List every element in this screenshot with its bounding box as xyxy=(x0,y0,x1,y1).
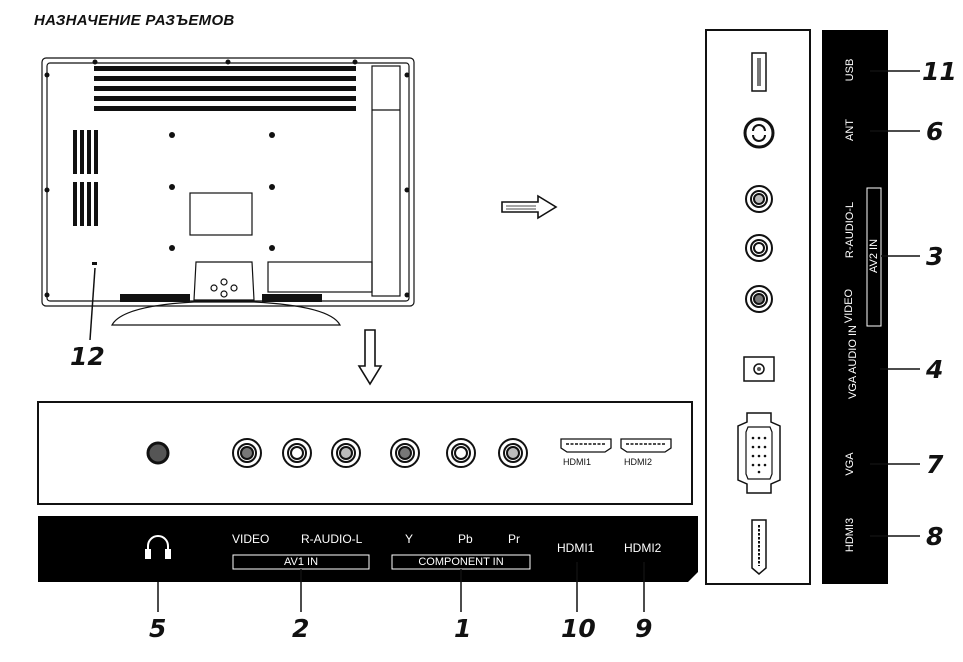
vga-audio-in-label: VGA AUDIO IN xyxy=(847,325,859,399)
av2-in-box xyxy=(866,187,882,327)
vga-label: VGA xyxy=(844,452,856,476)
av2-in-label: AV2 IN xyxy=(868,238,880,274)
hdmi2-port-label: HDMI2 xyxy=(624,457,653,467)
side-label-bar xyxy=(822,30,888,584)
ant-label: ANT xyxy=(844,119,856,141)
bottom-port-panel xyxy=(37,401,693,505)
y-label: Y xyxy=(405,532,414,546)
number-3: 3 xyxy=(926,242,944,271)
number-2: 2 xyxy=(292,614,310,643)
headphone-icon xyxy=(145,535,171,559)
number-1: 1 xyxy=(454,614,472,643)
number-7: 7 xyxy=(926,450,944,479)
r-audio-l-label: R-AUDIO-L xyxy=(301,532,363,546)
number-12: 12 xyxy=(70,342,105,371)
hdmi1-port-label: HDMI1 xyxy=(563,457,592,467)
hdmi1-label: HDMI1 xyxy=(557,541,595,555)
right-arrow xyxy=(501,194,558,220)
pb-label: Pb xyxy=(458,532,473,546)
tv-back-illustration xyxy=(41,57,415,341)
number-10: 10 xyxy=(561,614,596,643)
av1-in-label: AV1 IN xyxy=(283,556,319,568)
video-label: VIDEO xyxy=(232,532,270,546)
number-8: 8 xyxy=(926,522,944,551)
usb-label: USB xyxy=(844,58,856,82)
number-11: 11 xyxy=(922,57,957,86)
pr-label: Pr xyxy=(508,532,520,546)
number-6: 6 xyxy=(926,117,944,146)
number-5: 5 xyxy=(149,614,167,643)
side-port-panel xyxy=(705,29,811,585)
hdmi3-label: HDMI3 xyxy=(844,517,856,553)
bottom-label-bar xyxy=(38,516,698,582)
down-arrow xyxy=(357,329,383,386)
number-4: 4 xyxy=(926,355,944,384)
number-9: 9 xyxy=(635,614,653,643)
component-in-label: COMPONENT IN xyxy=(418,556,504,568)
page-title: НАЗНАЧЕНИЕ РАЗЪЕМОВ xyxy=(34,12,235,29)
hdmi2-label: HDMI2 xyxy=(624,541,662,555)
